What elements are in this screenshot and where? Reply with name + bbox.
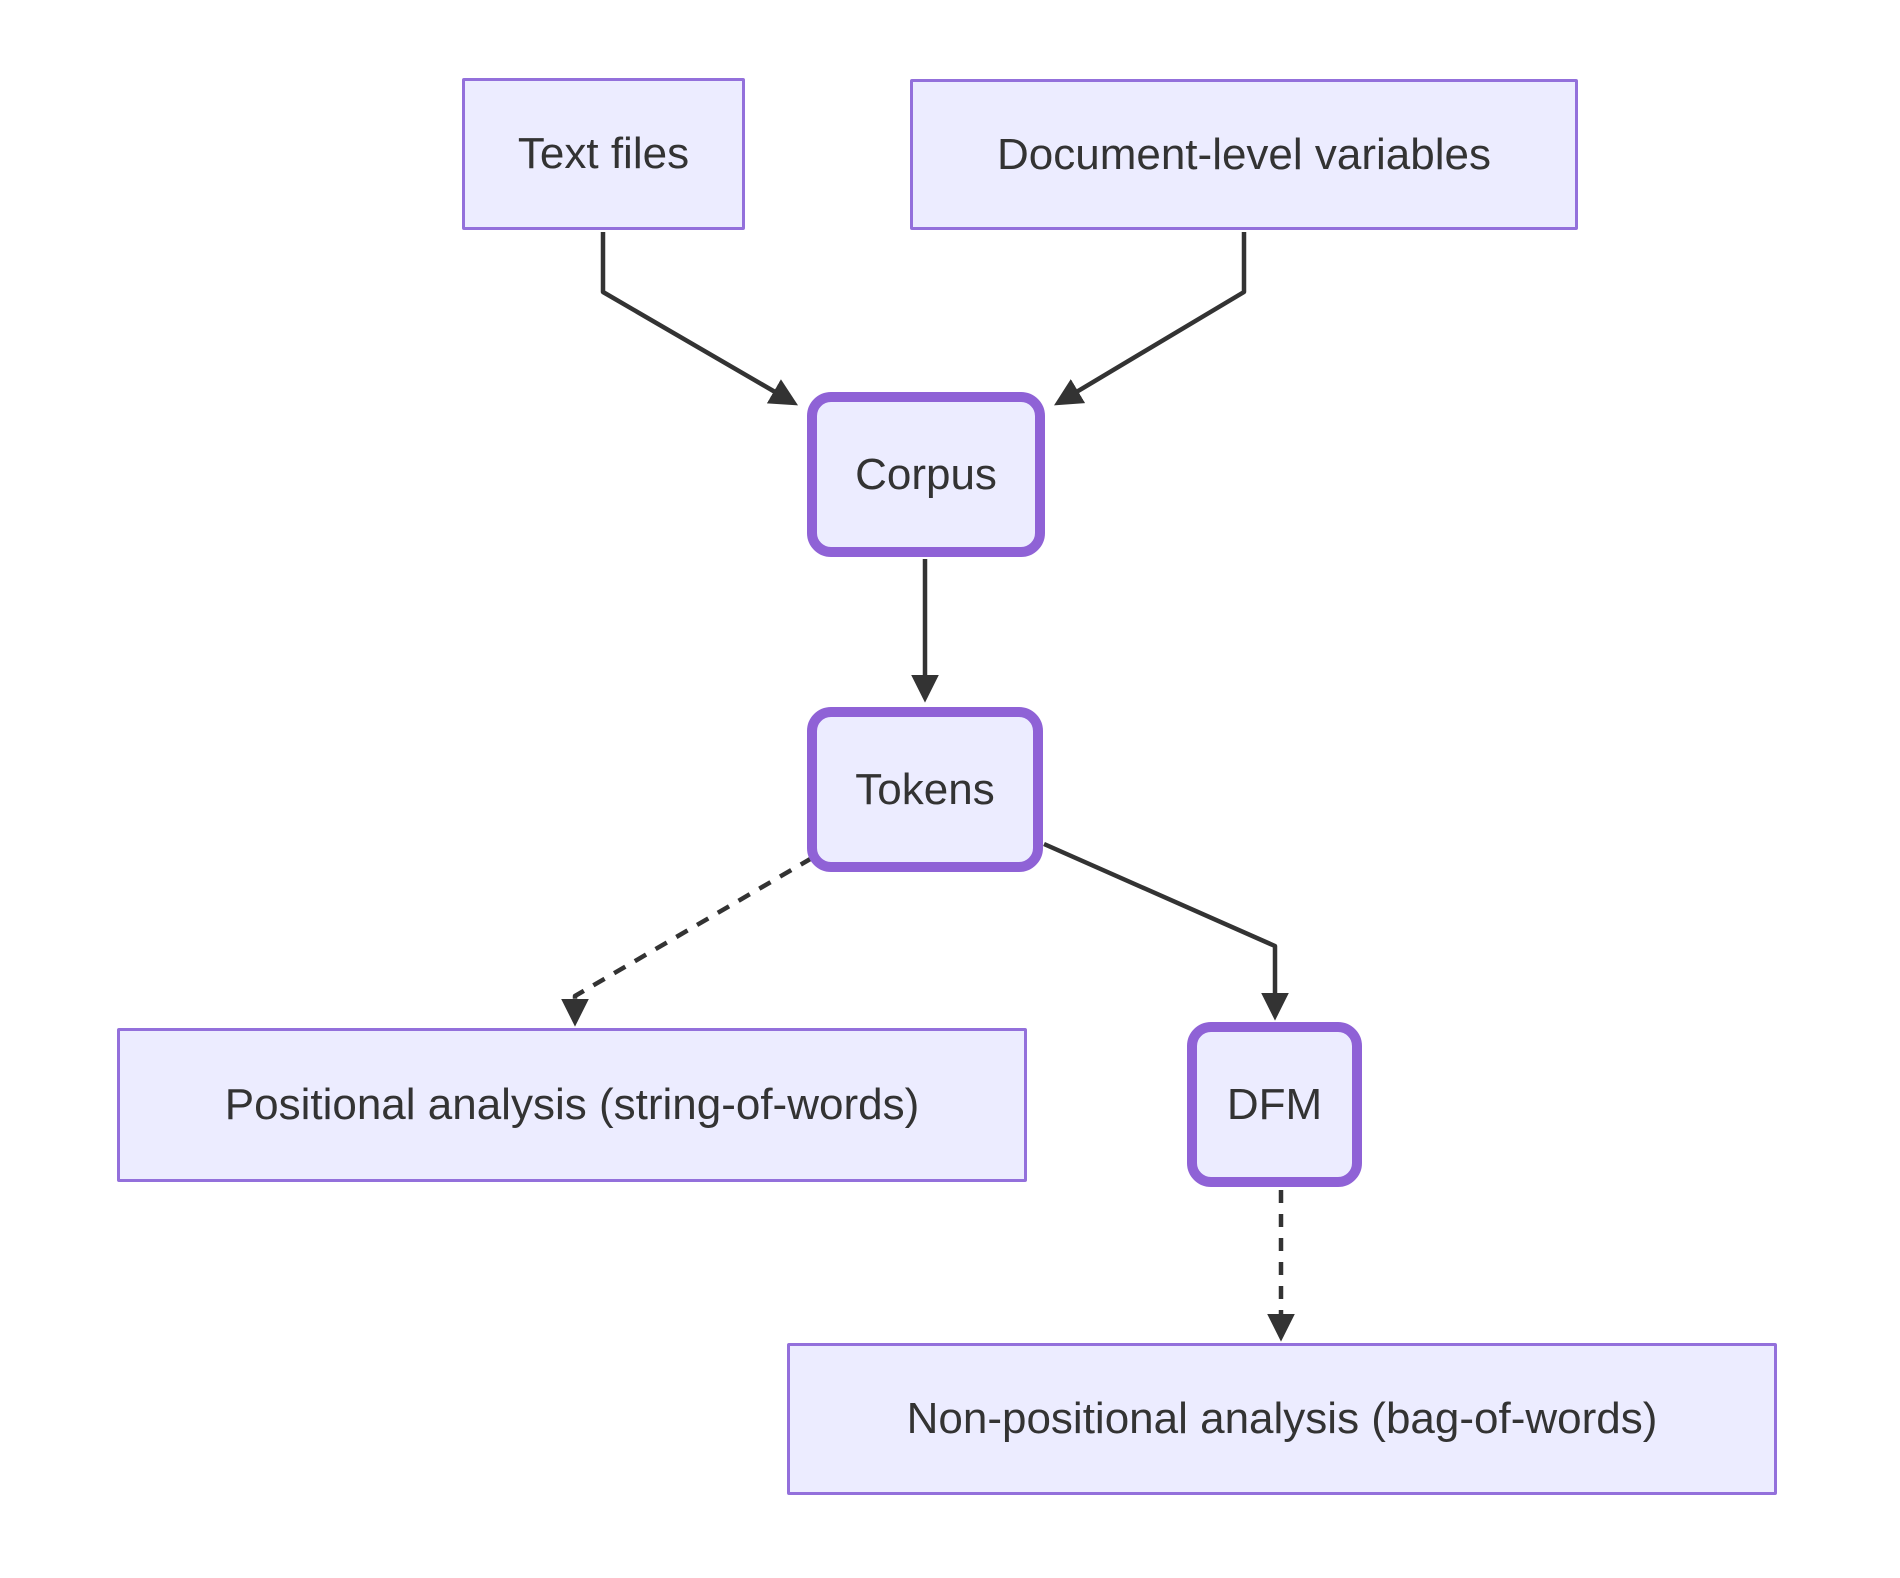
node-doc-vars-label: Document-level variables	[997, 129, 1491, 179]
edge-doc-vars-to-corpus	[1054, 232, 1247, 406]
edge-tokens-to-dfm	[1043, 841, 1289, 1021]
node-corpus-label: Corpus	[855, 449, 997, 499]
node-non-positional: Non-positional analysis (bag-of-words)	[787, 1343, 1777, 1495]
edge-tokens-to-positional	[561, 856, 814, 1027]
edge-text-files-to-corpus	[600, 232, 799, 406]
node-doc-vars: Document-level variables	[910, 79, 1578, 230]
node-dfm-label: DFM	[1226, 1079, 1323, 1129]
node-positional-label: Positional analysis (string-of-words)	[224, 1080, 920, 1129]
node-dfm: DFM	[1187, 1022, 1362, 1187]
node-tokens: Tokens	[807, 707, 1043, 872]
node-text-files-label: Text files	[517, 129, 690, 178]
node-corpus: Corpus	[807, 392, 1045, 557]
node-tokens-label: Tokens	[855, 764, 995, 814]
node-text-files: Text files	[462, 78, 745, 230]
node-positional: Positional analysis (string-of-words)	[117, 1028, 1027, 1182]
node-non-positional-label: Non-positional analysis (bag-of-words)	[906, 1394, 1658, 1443]
